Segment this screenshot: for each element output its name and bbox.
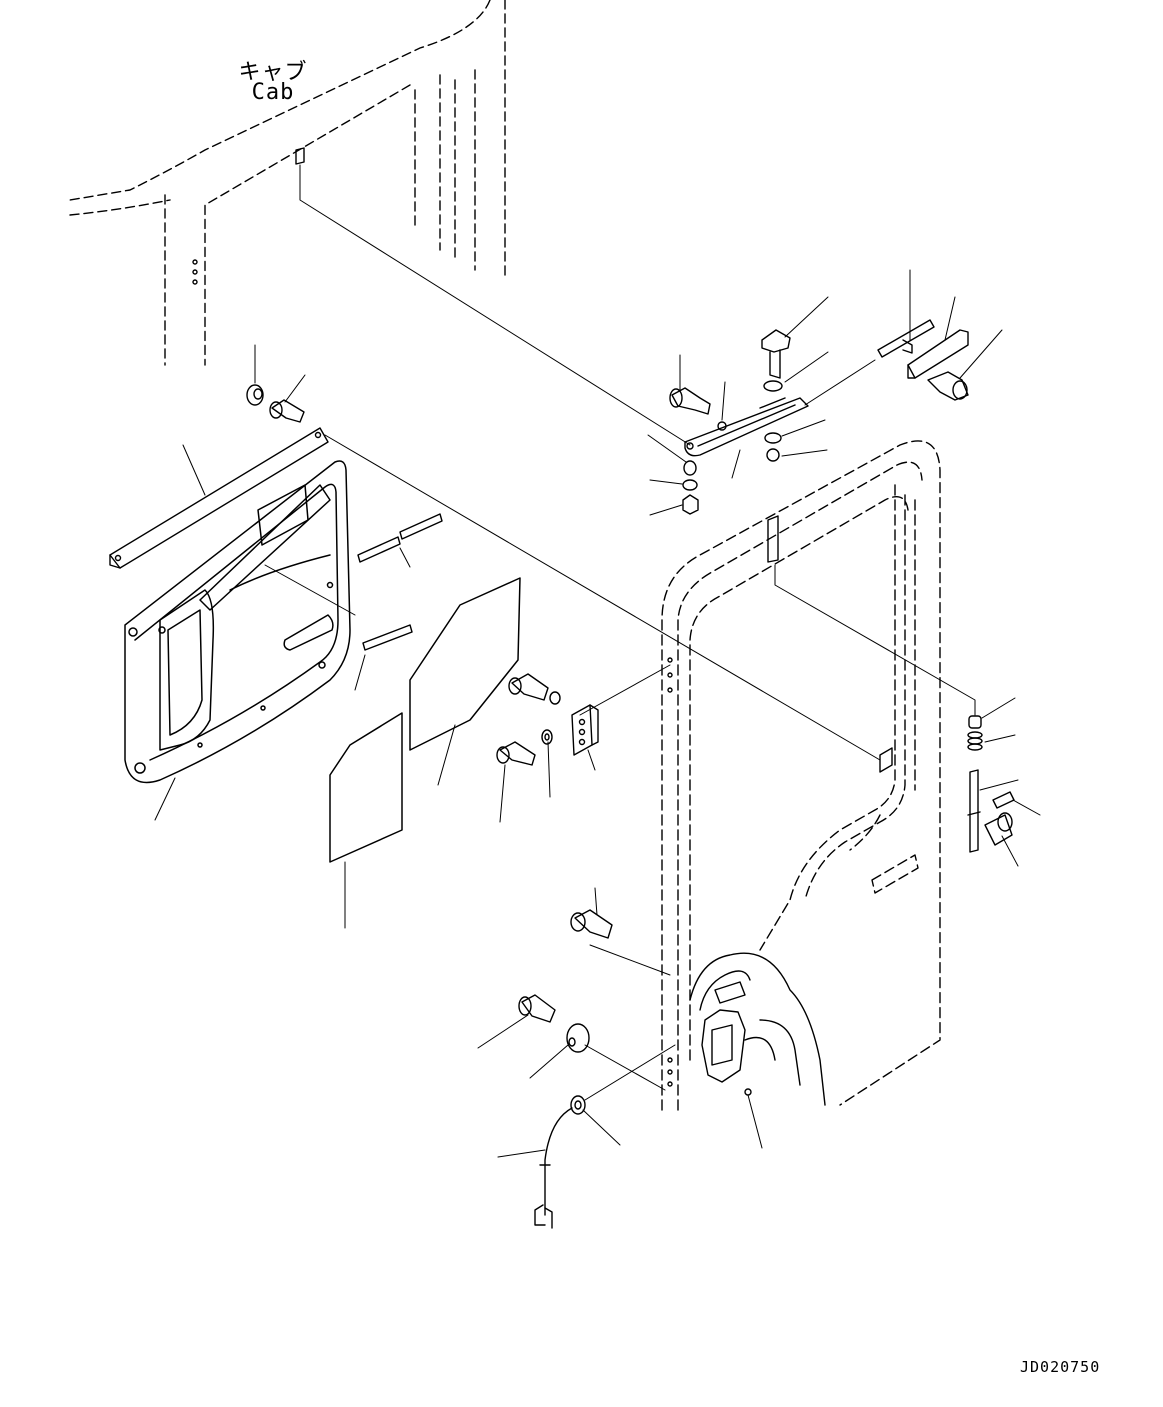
cab-holes (193, 260, 197, 264)
door-trim-panel (125, 461, 350, 783)
door-holes (668, 658, 892, 1086)
latch-spring (968, 732, 982, 750)
upper-rail (110, 428, 328, 568)
insulation-sheet-upper (410, 578, 520, 750)
lock-bolt-lower (519, 995, 555, 1022)
callout-leader-lines (155, 270, 1040, 1157)
striker-plate (572, 705, 598, 755)
door-frame (662, 441, 940, 1110)
stay-bolt (670, 388, 710, 414)
cab-label-japanese: キャブ (238, 60, 308, 85)
assembly-leader-lines (265, 165, 975, 1100)
insulation-sheet-lower (330, 713, 402, 862)
latch-collar (969, 716, 981, 728)
cab-hinge-stud (296, 148, 304, 164)
stay-nut (683, 495, 698, 514)
lock-bolt-upper (571, 910, 612, 938)
rail-bolt (270, 400, 304, 422)
drawing-code: JD020750 (1020, 1358, 1101, 1376)
hinge-pin (768, 516, 778, 562)
cab-outline (70, 0, 505, 365)
cab-label-english: Cab (251, 80, 295, 105)
stopper-rod (878, 320, 934, 357)
rail-spacer (247, 385, 263, 405)
cable-grommet (571, 1096, 585, 1114)
stay-washer (683, 480, 697, 490)
latch-pin (993, 792, 1014, 808)
seal-strips-upper (358, 514, 442, 562)
latch-rod (968, 770, 980, 852)
door-stay-arm (685, 398, 808, 456)
seal-strip-lower (363, 625, 412, 650)
top-hinge-bolt (762, 330, 790, 378)
stay-small-nut (718, 422, 726, 430)
door-lock-mechanism (690, 953, 825, 1105)
latch-knob (985, 813, 1012, 845)
rubber-bumper (567, 1024, 589, 1052)
bracket-bolt (497, 730, 552, 765)
stopper-bracket (908, 330, 968, 378)
stay-collar (684, 461, 696, 475)
right-washers (765, 433, 781, 461)
stopper-bolt (928, 372, 968, 400)
release-cable (535, 1108, 572, 1228)
top-washer (764, 381, 782, 391)
striker-bolt (509, 674, 560, 704)
